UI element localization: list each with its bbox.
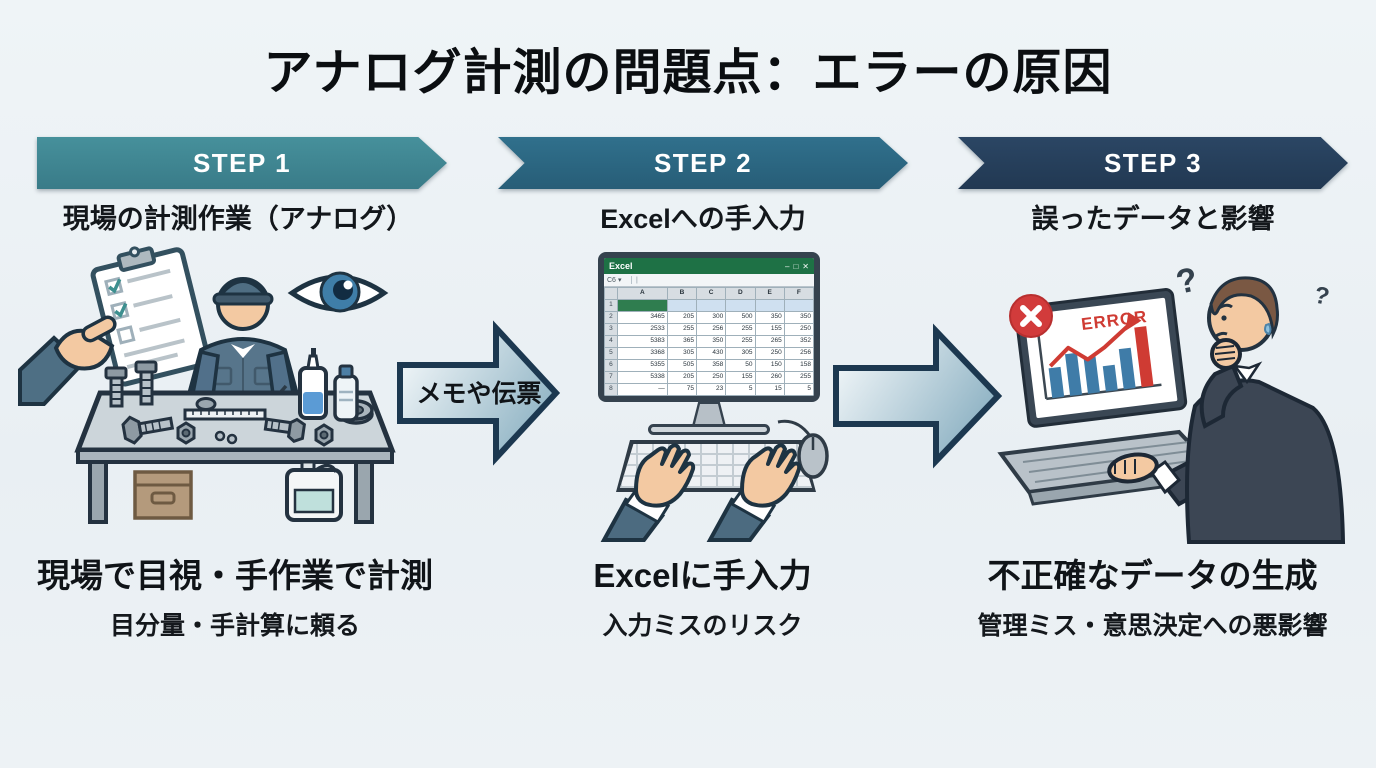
step3-subcaption: 管理ミス・意思決定への悪影響 — [977, 612, 1328, 640]
right-hand-icon — [706, 443, 802, 542]
error-impact-illustration: ERROR — [983, 246, 1346, 544]
cardboard-box-icon — [133, 470, 193, 520]
step2-caption: Excelに手入力 — [593, 557, 812, 594]
excel-titlebar: Excel – □ ✕ — [604, 258, 814, 274]
eye-icon — [287, 271, 389, 313]
chart-bars — [1048, 326, 1154, 399]
step1-caption: 現場で目視・手作業で計測 — [37, 557, 433, 594]
step1-banner-label: STEP 1 — [37, 137, 447, 189]
laptop-screen: ERROR — [1014, 288, 1188, 428]
cell-reference-box: C6 ▾ — [607, 276, 632, 284]
question-mark-icon: ? — [1312, 281, 1332, 310]
step2-banner: STEP 2 — [498, 137, 908, 189]
typing-hands-illustration — [600, 419, 829, 542]
confused-man — [1185, 276, 1346, 544]
step2-heading: Excelへの手入力 — [600, 204, 806, 234]
page-title: アナログ計測の問題点：エラーの原因 — [263, 46, 1113, 100]
error-scene-svg: ERROR — [997, 260, 1346, 544]
worker-figure — [185, 277, 301, 415]
error-badge-icon — [1009, 294, 1053, 338]
jerry-can-icon — [285, 460, 343, 522]
worker-scene-svg — [18, 246, 396, 524]
formula-input: | — [636, 276, 638, 284]
step3-heading: 誤ったデータと影響 — [1031, 204, 1275, 234]
minimize-icon: – — [785, 261, 790, 271]
bottle-icons — [298, 348, 359, 422]
step3-caption: 不正確なデータの生成 — [987, 557, 1318, 594]
holding-hand-icon — [18, 315, 117, 406]
step1-subcaption: 目分量・手計算に頼る — [109, 612, 360, 640]
question-mark-icon: ? — [1173, 260, 1201, 301]
close-icon: ✕ — [802, 261, 809, 271]
step1-banner: STEP 1 — [37, 137, 447, 189]
bolts-and-parts-icons — [104, 360, 374, 447]
dropdown-caret-icon: ▾ — [617, 277, 622, 284]
left-hand-icon — [600, 443, 696, 542]
cell-reference: C6 — [607, 276, 616, 284]
analog-measurement-illustration — [18, 246, 400, 537]
step3-banner: STEP 3 — [958, 137, 1348, 189]
right-arrow-icon — [397, 320, 561, 466]
transfer-arrow-label: メモや伝票 — [416, 380, 542, 408]
step2-subcaption: 入力ミスのリスク — [602, 612, 803, 640]
step3-banner-label: STEP 3 — [958, 137, 1348, 189]
mouse-icon — [777, 419, 829, 479]
excel-formula-bar: C6 ▾ | — [604, 274, 814, 287]
error-chart — [1037, 312, 1162, 401]
transfer-arrow-2 — [833, 323, 1003, 469]
transfer-arrow-1: メモや伝票 — [397, 318, 561, 468]
excel-window-title: Excel — [609, 261, 633, 271]
right-arrow-icon — [833, 323, 1003, 469]
monitor-stand-neck — [695, 404, 723, 424]
step2-banner-label: STEP 2 — [498, 137, 908, 189]
step1-heading: 現場の計測作業（アナログ） — [62, 204, 414, 234]
monitor-stand-base — [648, 424, 770, 435]
maximize-icon: □ — [793, 261, 799, 271]
